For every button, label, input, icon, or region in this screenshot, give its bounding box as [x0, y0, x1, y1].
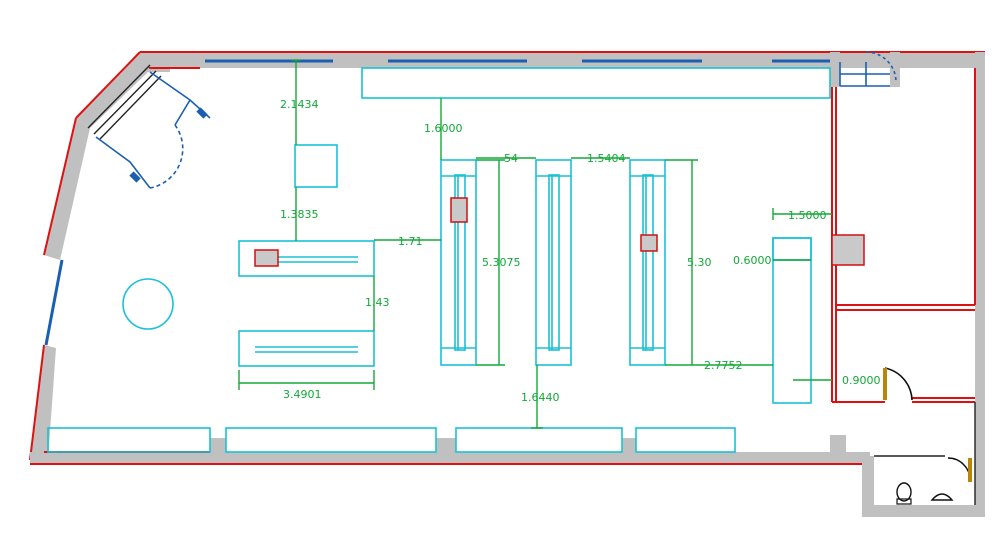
entrance-vestibule — [87, 64, 211, 189]
dim-label-12: 0.6000 — [733, 254, 772, 267]
dim-label-14: 0.9000 — [842, 374, 881, 387]
dim-label-10: 5.30 — [687, 256, 712, 269]
dim-label-3: 1.3835 — [280, 208, 319, 221]
dim-label-7: 54 — [504, 152, 518, 165]
dim-label-15: 1.6440 — [521, 391, 560, 404]
dimension-lines — [238, 59, 832, 429]
dim-label-8: 1.5404 — [587, 152, 626, 165]
dim-label-5: 1.43 — [365, 296, 390, 309]
dim-label-9: 5.3075 — [482, 256, 521, 269]
top-right-door — [830, 51, 900, 87]
dim-label-4: 1.71 — [398, 235, 423, 248]
dim-label-11: 1.5000 — [788, 209, 827, 222]
dimension-labels: 2.1434 1.6000 1.3835 1.71 1.43 3.4901 54… — [280, 98, 881, 404]
dim-label-13: 2.7752 — [704, 359, 743, 372]
dim-label-2: 1.6000 — [424, 122, 463, 135]
dim-label-6: 3.4901 — [283, 388, 322, 401]
fixtures — [47, 67, 972, 505]
interior-partitions — [831, 68, 976, 505]
exterior-walls — [29, 51, 985, 517]
dim-label-1: 2.1434 — [280, 98, 319, 111]
